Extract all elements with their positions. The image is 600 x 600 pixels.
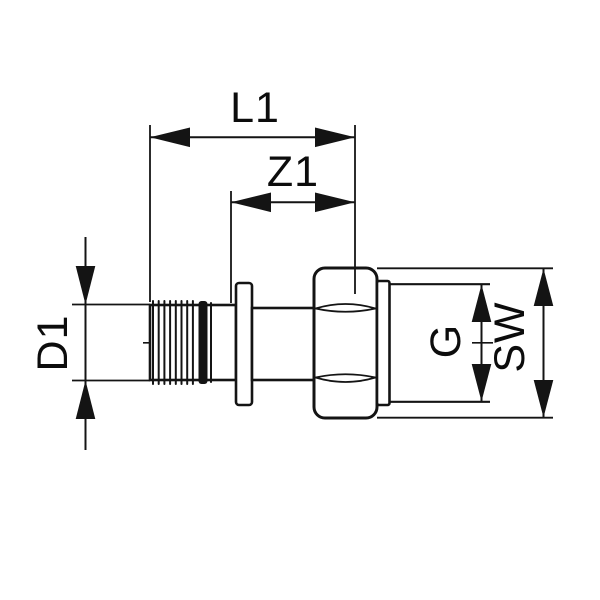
sw-label: SW (486, 301, 534, 372)
neck (250, 306, 316, 382)
z1-arrow-right-icon (315, 192, 355, 213)
d1-label: D1 (29, 315, 77, 372)
z1-label: Z1 (267, 148, 319, 196)
z1-arrow-left-icon (231, 192, 271, 213)
d1-arrow-up-icon (75, 380, 96, 419)
fitting-body (148, 266, 553, 420)
d1-arrow-down-icon (75, 266, 96, 305)
sw-arrow-down-icon (533, 380, 554, 418)
union-nut (312, 266, 379, 420)
spigot-ribs (152, 300, 212, 385)
dimension-sw: SW (486, 268, 554, 418)
washer (375, 279, 391, 407)
rib-band-thick (198, 301, 208, 384)
l1-arrow-left-icon (150, 127, 190, 148)
collar (234, 281, 254, 407)
l1-label: L1 (230, 84, 280, 132)
g-arrow-down-icon (471, 364, 492, 402)
l1-arrow-right-icon (315, 127, 355, 148)
sw-arrow-up-icon (533, 268, 554, 306)
dimension-g: G (422, 284, 492, 402)
g-arrow-up-icon (471, 284, 492, 322)
dimension-d1: D1 (29, 237, 150, 450)
g-label: G (422, 324, 470, 358)
nut-facet-lower (315, 373, 376, 383)
dimension-l1: L1 (149, 84, 356, 302)
dimension-z1: Z1 (230, 148, 355, 303)
nut-facet-upper (315, 303, 376, 313)
